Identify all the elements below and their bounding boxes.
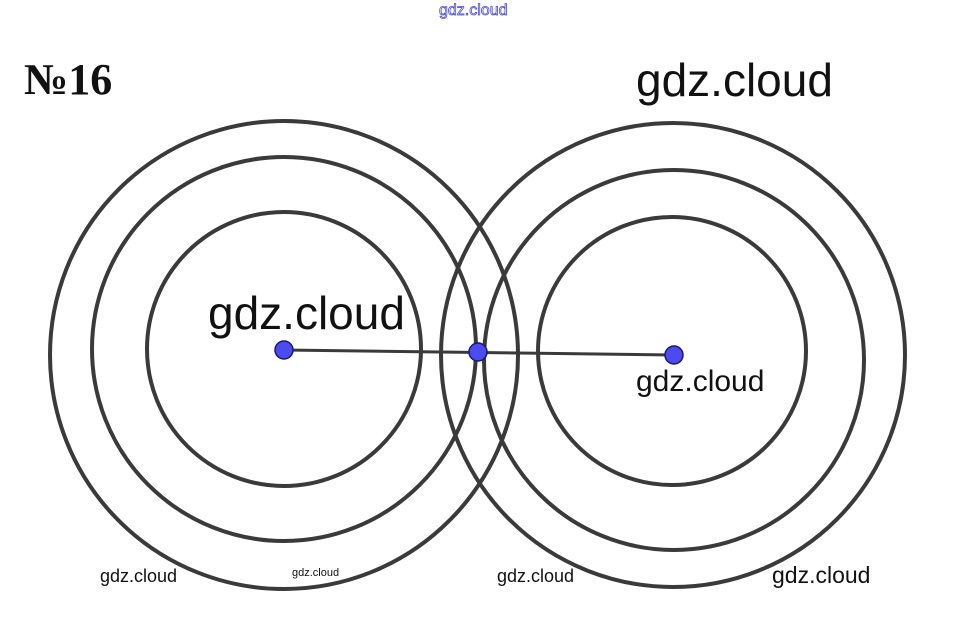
watermark-bottom-4: gdz.cloud [772, 562, 871, 588]
right-inner-circle [536, 215, 808, 487]
left-outer-circle [48, 119, 520, 591]
right-circle-group [439, 121, 907, 589]
midpoint [468, 342, 488, 362]
problem-number: №16 [24, 55, 113, 104]
right-middle-circle [482, 168, 866, 552]
right-outer-circle [439, 121, 907, 589]
left-inner-circle [145, 210, 423, 488]
watermark-big-right: gdz.cloud [636, 54, 833, 106]
watermark-bottom-3: gdz.cloud [497, 566, 575, 586]
watermark-bottom-2: gdz.cloud [292, 567, 340, 579]
watermark-big-center: gdz.cloud [208, 287, 405, 339]
watermark-point-right: gdz.cloud [636, 365, 765, 398]
watermark-top: gdz.cloud [439, 2, 508, 19]
left-center-point [274, 340, 294, 360]
right-center-point [664, 345, 684, 365]
watermark-bottom-1: gdz.cloud [100, 566, 178, 586]
